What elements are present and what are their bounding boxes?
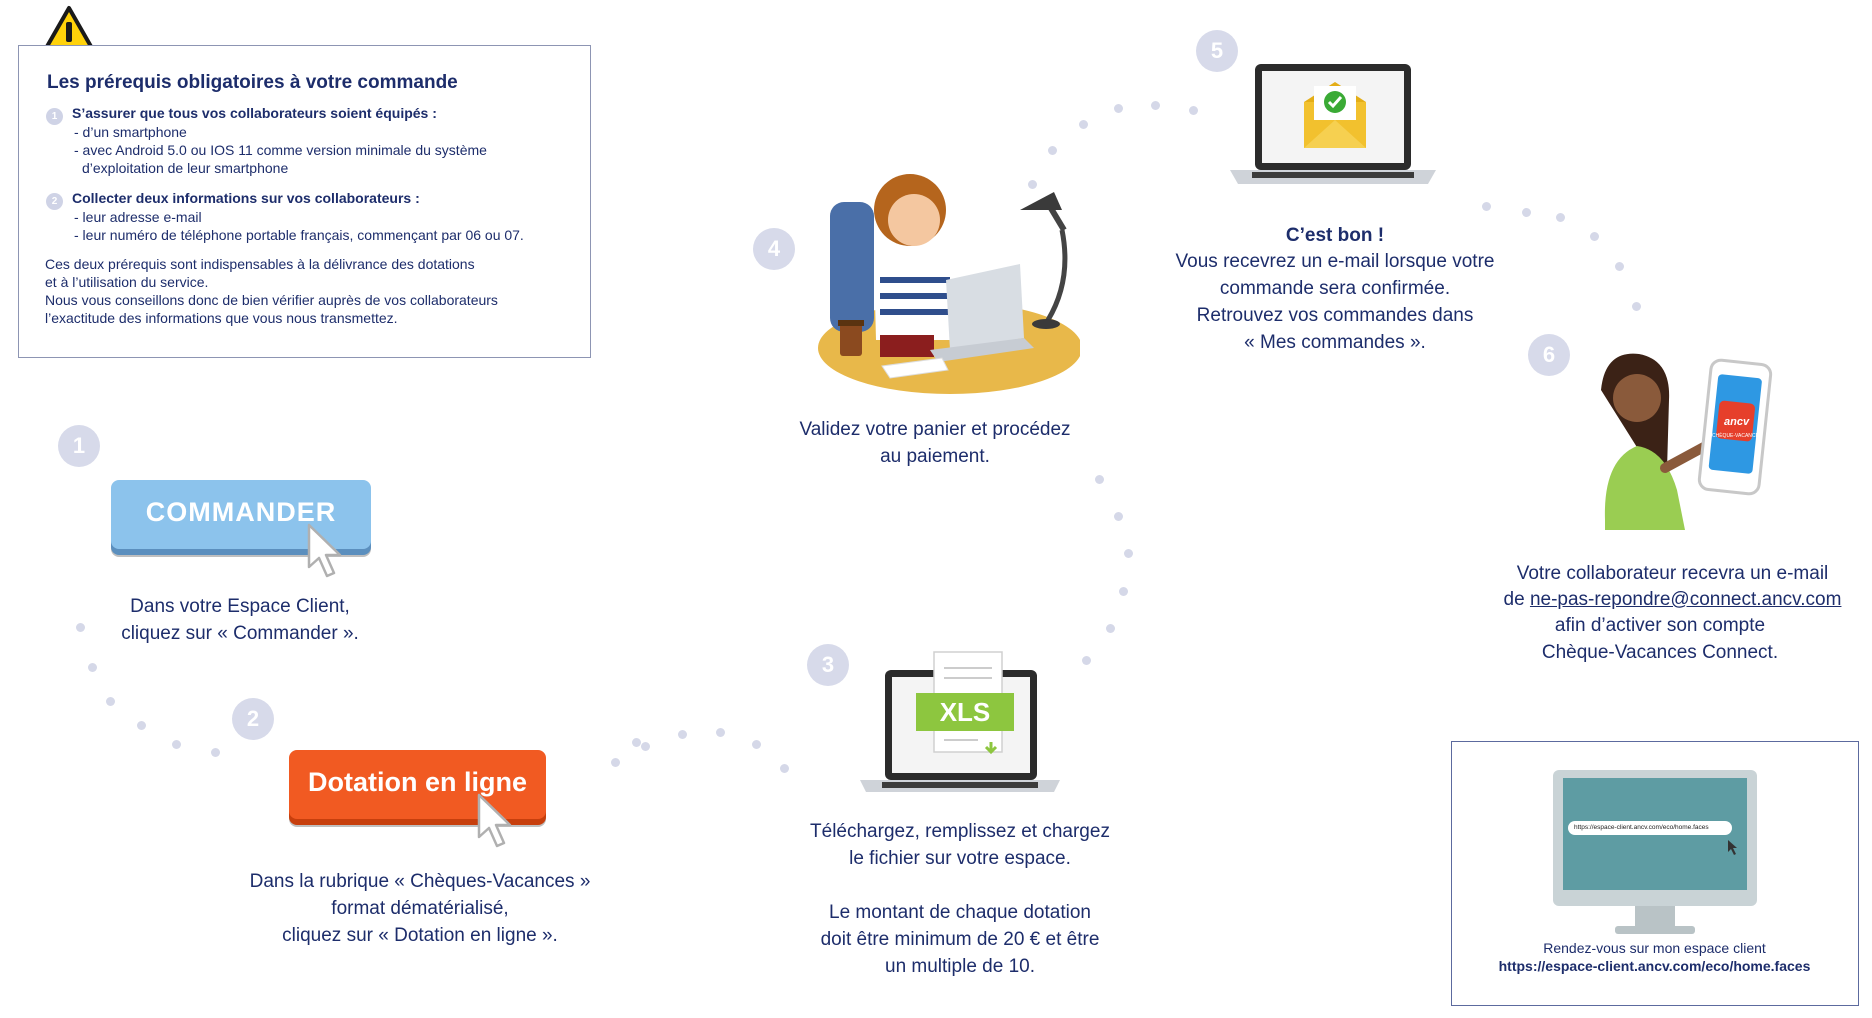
laptop-email-illustration: [1230, 64, 1436, 184]
browser-url-bar[interactable]: https://espace-client.ancv.com/eco/home.…: [1568, 821, 1732, 835]
prerequisites-title: Les prérequis obligatoires à votre comma…: [47, 72, 458, 93]
step-3-number: 3: [807, 644, 849, 686]
phone-ancv-logo: ancv: [1724, 416, 1750, 428]
prereq-note: Ces deux prérequis sont indispensables à…: [45, 256, 475, 272]
woman-at-laptop-illustration: [818, 174, 1080, 394]
woman-with-phone-illustration: [1601, 353, 1773, 530]
prerequisites-box: Les prérequis obligatoires à votre comma…: [18, 45, 591, 358]
step-4-number: 4: [753, 228, 795, 270]
prereq-note: et à l’utilisation du service.: [45, 274, 209, 290]
monitor-illustration: [1553, 770, 1757, 934]
cursor-arrow-icon: [307, 523, 342, 578]
xls-badge: XLS: [916, 693, 1014, 731]
prereq-line: - d’un smartphone: [74, 124, 187, 140]
step-2-number: 2: [232, 698, 274, 740]
prereq-line: d’exploitation de leur smartphone: [82, 160, 289, 176]
espace-client-url-link[interactable]: https://espace-client.ancv.com/eco/home.…: [1498, 958, 1811, 974]
step-6-caption-line1: Votre collaborateur recevra un e-mail: [1516, 563, 1829, 584]
phone-cheque-vacances-label: CHÈQUE-VACANCES: [1712, 433, 1763, 439]
prereq-heading-1: S’assurer que tous vos collaborateurs so…: [72, 105, 437, 121]
prereq-heading-2: Collecter deux informations sur vos coll…: [72, 190, 420, 206]
cursor-arrow-icon: [477, 793, 512, 848]
prereq-line: - leur adresse e-mail: [74, 209, 202, 225]
prereq-note: l’exactitude des informations que vous n…: [45, 310, 398, 326]
step-5-number: 5: [1196, 30, 1238, 72]
step-1-number: 1: [58, 425, 100, 467]
prereq-number-1: 1: [46, 108, 63, 125]
espace-client-box: https://espace-client.ancv.com/eco/home.…: [1451, 741, 1859, 1006]
commander-button[interactable]: COMMANDER: [111, 480, 371, 549]
step-5-caption-title: C’est bon !: [1285, 225, 1385, 246]
step-2-caption: Dans la rubrique « Chèques-Vacances »for…: [249, 871, 591, 946]
prereq-line: - leur numéro de téléphone portable fran…: [74, 227, 524, 243]
dotation-en-ligne-button[interactable]: Dotation en ligne: [289, 750, 546, 819]
step-6-caption-email-line: de ne-pas-repondre@connect.ancv.com: [1503, 589, 1842, 610]
step-1-caption: Dans votre Espace Client,cliquez sur « C…: [121, 596, 359, 644]
noreply-email-link[interactable]: ne-pas-repondre@connect.ancv.com: [1529, 589, 1842, 610]
step-6-number: 6: [1528, 334, 1570, 376]
prereq-number-2: 2: [46, 193, 63, 210]
espace-client-label: Rendez-vous sur mon espace client: [1543, 940, 1766, 956]
prereq-note: Nous vous conseillons donc de bien vérif…: [45, 292, 498, 308]
prereq-line: - avec Android 5.0 ou IOS 11 comme versi…: [74, 142, 487, 158]
